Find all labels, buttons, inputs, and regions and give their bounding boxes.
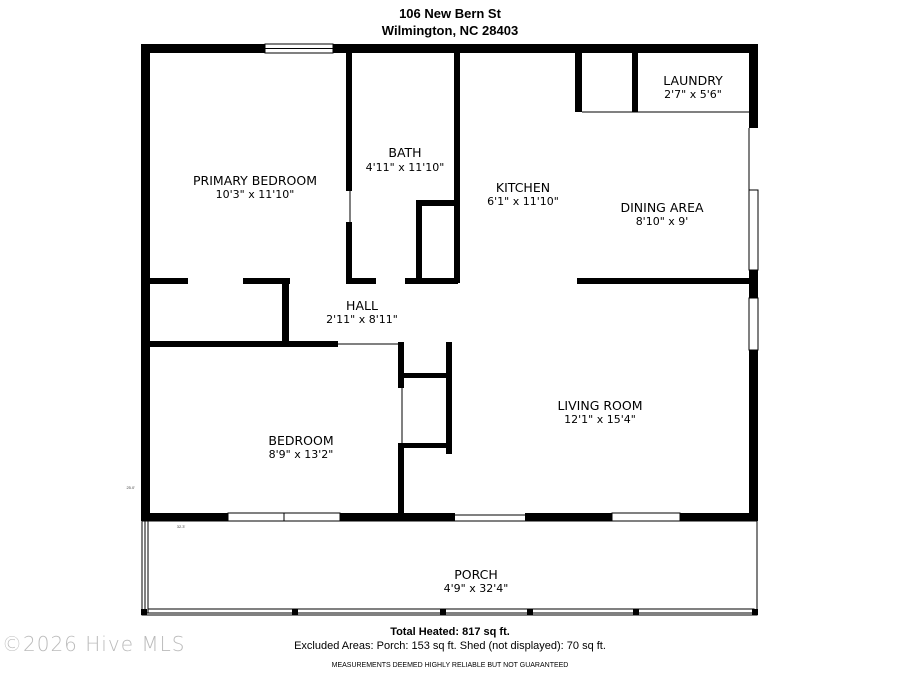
disclaimer: MEASUREMENTS DEEMED HIGHLY RELIABLE BUT …	[331, 662, 569, 669]
dimension-side: 25.0'	[126, 485, 135, 490]
room-labels: PRIMARY BEDROOM 10'3" x 11'10" BATH 4'11…	[126, 73, 723, 595]
room-dims-dining-area: 8'10" x 9'	[636, 215, 689, 228]
room-dims-bedroom: 8'9" x 13'2"	[269, 448, 334, 461]
room-name-porch: PORCH	[454, 567, 498, 582]
room-dims-porch: 4'9" x 32'4"	[444, 582, 509, 595]
room-name-kitchen: KITCHEN	[496, 180, 550, 195]
room-name-laundry: LAUNDRY	[663, 73, 723, 88]
room-dims-kitchen: 6'1" x 11'10"	[487, 195, 559, 208]
room-name-living-room: LIVING ROOM	[557, 398, 642, 413]
room-dims-bath: 4'11" x 11'10"	[366, 161, 445, 174]
address-line-1: 106 New Bern St	[399, 6, 501, 21]
dimension-bottom: 32.3'	[177, 524, 186, 529]
room-dims-living-room: 12'1" x 15'4"	[564, 413, 636, 426]
room-name-bath: BATH	[388, 145, 421, 160]
room-name-primary-bedroom: PRIMARY BEDROOM	[193, 173, 317, 188]
room-name-dining-area: DINING AREA	[620, 200, 703, 215]
windows	[227, 43, 759, 522]
total-heated: Total Heated: 817 sq ft.	[390, 626, 510, 638]
excluded-areas: Excluded Areas: Porch: 153 sq ft. Shed (…	[294, 640, 606, 652]
watermark: ©2026 Hive MLS	[2, 632, 186, 656]
porch-outline	[141, 520, 758, 616]
room-dims-primary-bedroom: 10'3" x 11'10"	[216, 188, 295, 201]
room-dims-laundry: 2'7" x 5'6"	[664, 88, 722, 101]
room-dims-hall: 2'11" x 8'11"	[326, 313, 398, 326]
room-name-hall: HALL	[346, 298, 378, 313]
walls	[141, 44, 758, 521]
address-line-2: Wilmington, NC 28403	[381, 23, 519, 38]
room-name-bedroom: BEDROOM	[268, 433, 333, 448]
